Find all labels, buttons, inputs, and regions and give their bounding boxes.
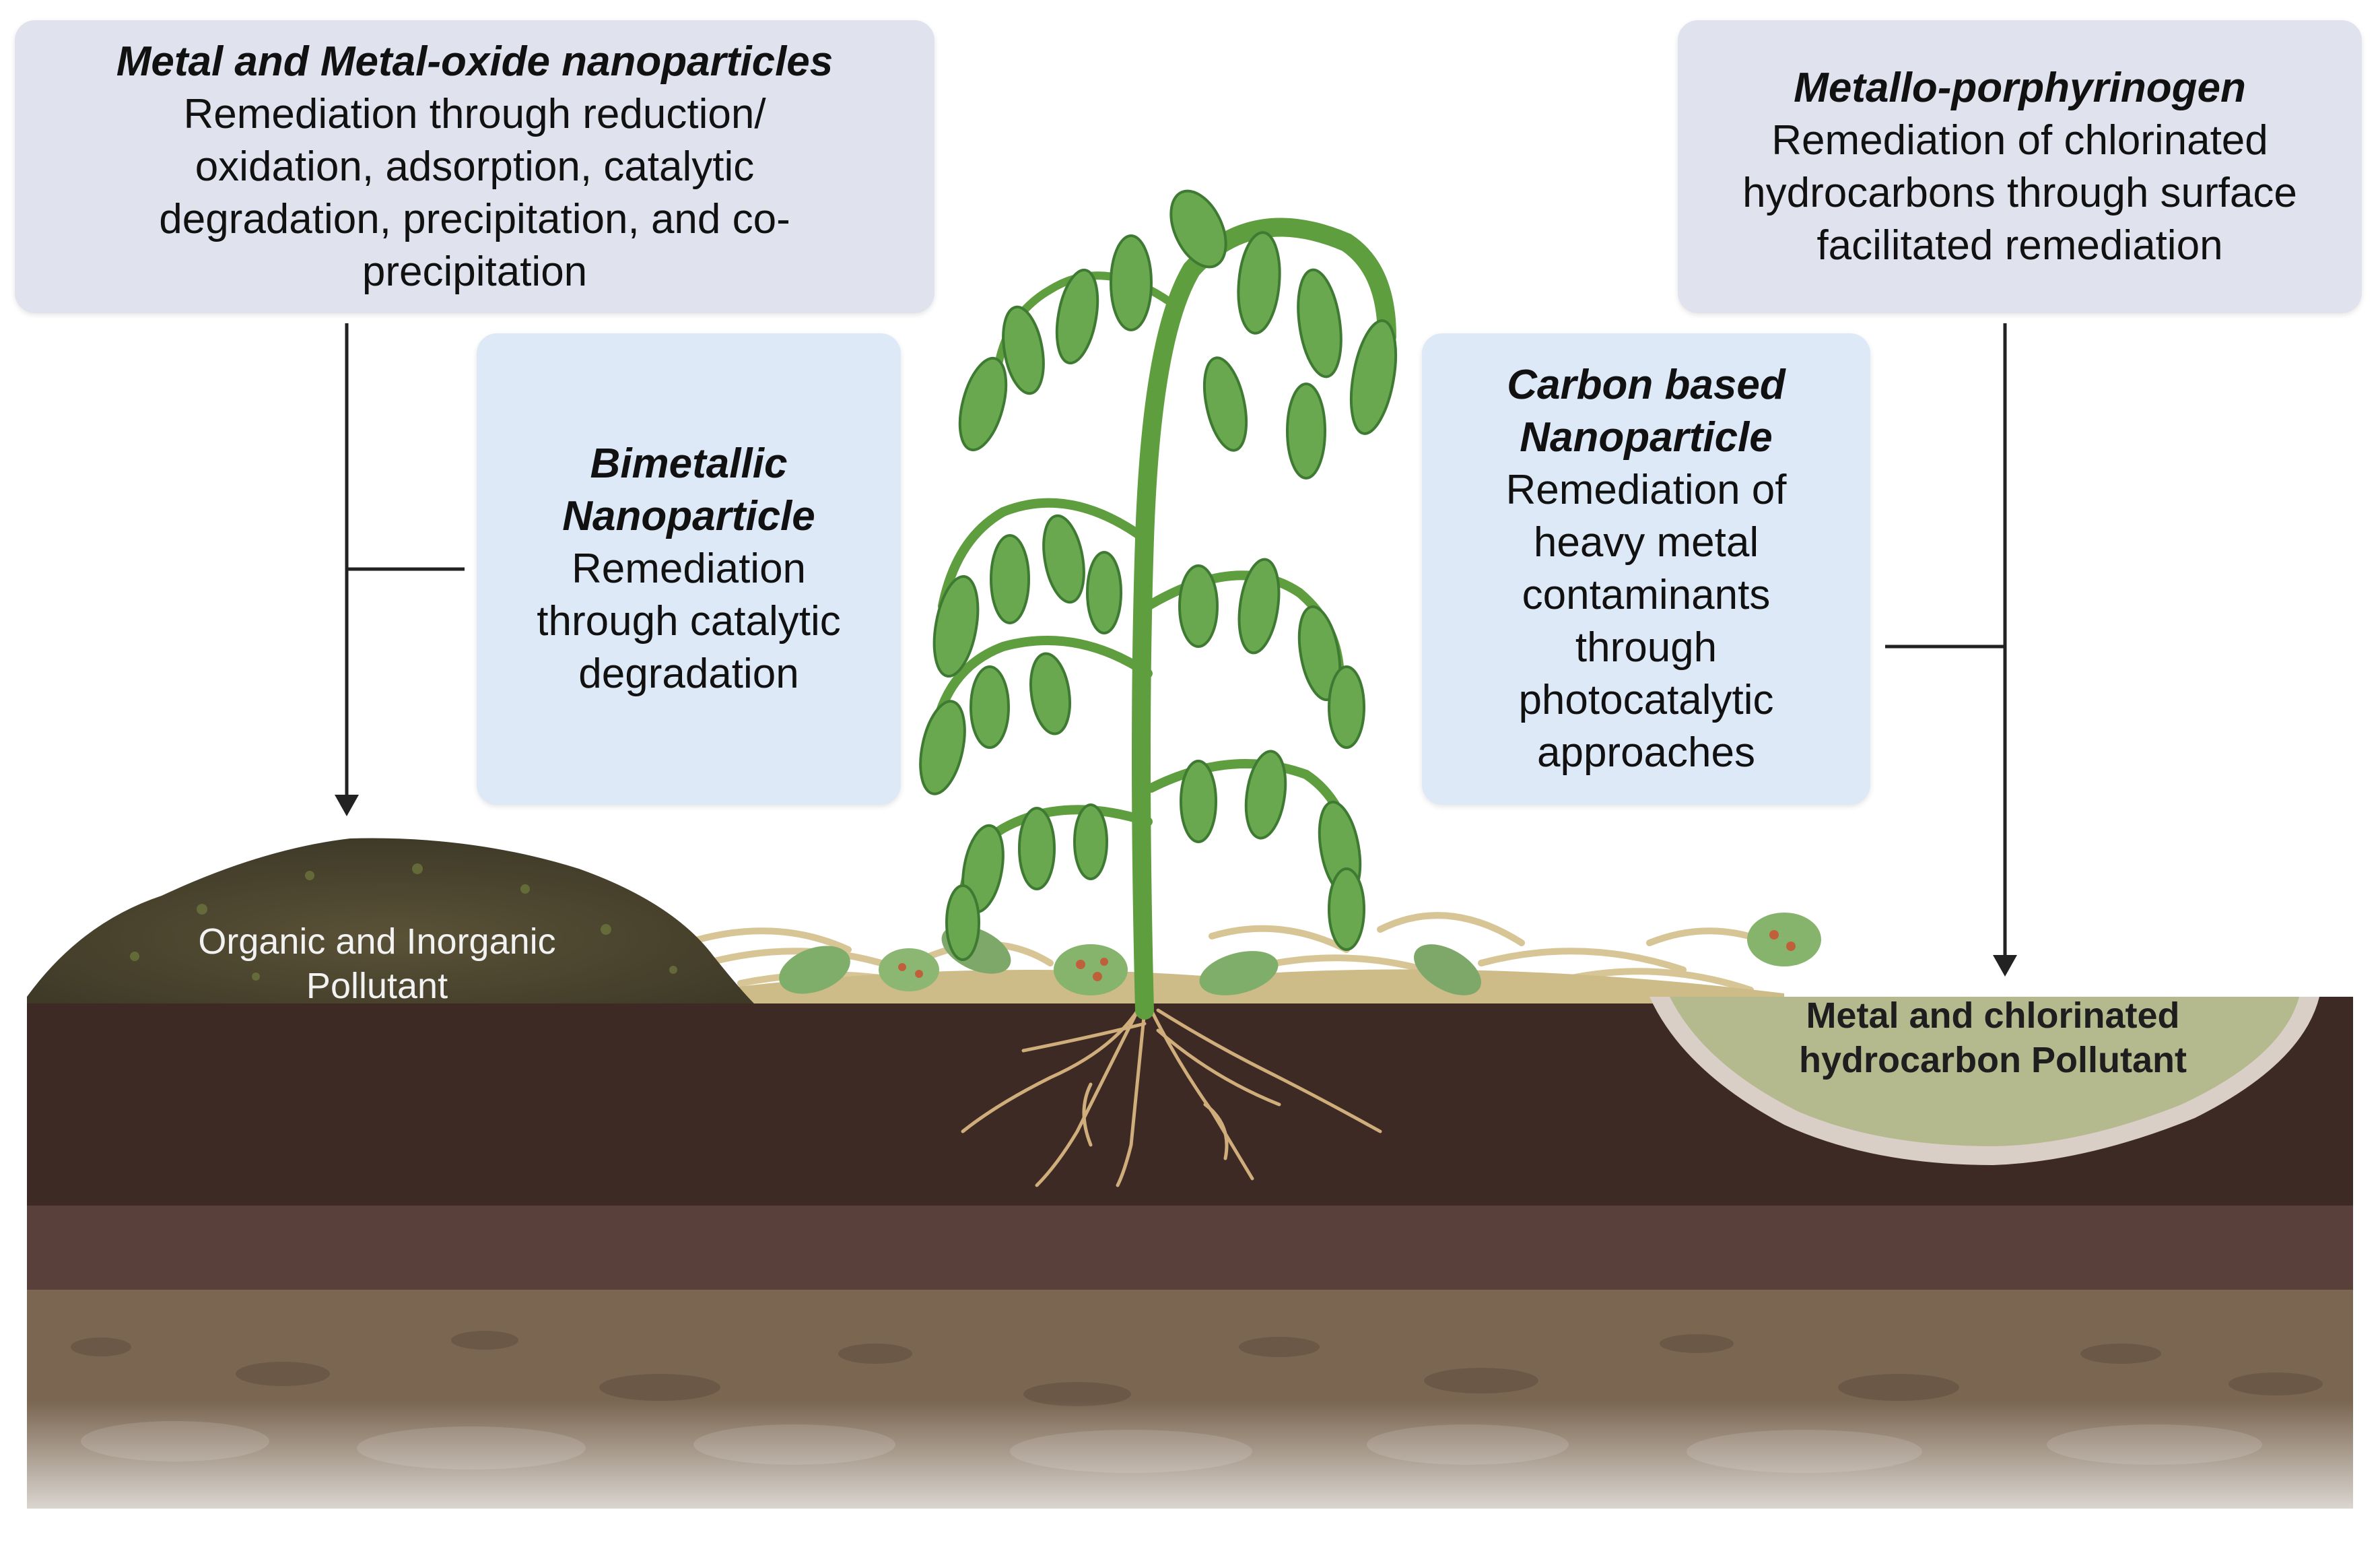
plant-roots [961, 1008, 1382, 1187]
carbon-nanoparticle-box: Carbon based Nanoparticle Remediation of… [1422, 333, 1870, 805]
porphyrinogen-title: Metallo-porphyrinogen [1794, 64, 2246, 111]
pollutant-pond [1670, 997, 2299, 1146]
carbon-description: Remediation of heavy metal contaminants … [1505, 467, 1787, 776]
connector-lines [345, 323, 2007, 960]
metal-oxide-description: Remediation through reduction/ oxidation… [159, 90, 790, 295]
porphyrinogen-description: Remediation of chlorinated hydrocarbons … [1742, 117, 2297, 269]
metallo-porphyrinogen-box: Metallo-porphyrinogen Remediation of chl… [1678, 20, 2362, 313]
metal-pollutant-label: Metal and chlorinated hydrocarbon Pollut… [1798, 995, 2187, 1080]
carbon-title: Carbon based Nanoparticle [1507, 362, 1786, 461]
fallen-leaves [779, 913, 1821, 995]
bimetallic-nanoparticle-box: Bimetallic Nanoparticle Remediation thro… [477, 333, 901, 805]
soil-pebbles [71, 1331, 2323, 1406]
bimetallic-description: Remediation through catalytic degradatio… [537, 546, 841, 697]
right-arrowhead [1993, 955, 2017, 977]
plant-leaves [919, 189, 1398, 961]
mound-specks [130, 863, 677, 981]
bimetallic-title: Bimetallic Nanoparticle [562, 440, 815, 539]
left-arrowhead [335, 795, 359, 816]
pollutant-mound [27, 838, 754, 1003]
soil-layer-middle [27, 1206, 2353, 1293]
organic-pollutant-label: Organic and Inorganic Pollutant [198, 921, 556, 1006]
metal-oxide-nanoparticles-box: Metal and Metal-oxide nanoparticles Reme… [15, 20, 934, 313]
metal-oxide-title: Metal and Metal-oxide nanoparticles [116, 38, 834, 85]
